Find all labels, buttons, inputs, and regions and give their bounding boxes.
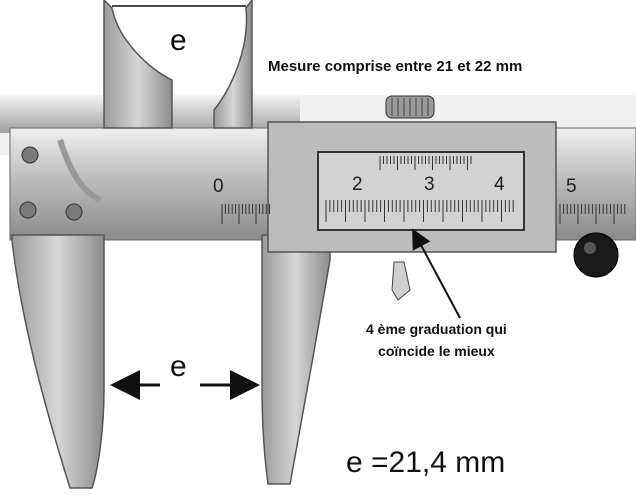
vernier-number-2: 2 — [352, 174, 363, 195]
main-scale-ticks — [221, 204, 626, 224]
thumb-wheel-knurl — [391, 98, 429, 116]
screw-highlight — [584, 242, 596, 254]
rivet-icon — [65, 203, 83, 221]
vernier-number-3: 3 — [424, 174, 435, 195]
lower-jaw-fixed — [11, 234, 105, 489]
measure-range-note: Mesure comprise entre 21 et 22 mm — [268, 58, 523, 75]
jaw-curve-highlight — [57, 139, 102, 203]
graduation-note: 4 ème graduation qui coïncide le mieux — [366, 318, 507, 362]
lower-jaw-sliding — [261, 234, 331, 485]
locking-screw-icon — [573, 232, 619, 278]
main-scale-number-0: 0 — [213, 176, 224, 197]
gap-label-top: e — [170, 24, 187, 57]
measurement-result: e =21,4 mm — [346, 446, 506, 479]
rivet-icon — [21, 146, 39, 164]
upper-jaw-right — [213, 0, 253, 129]
gap-label-jaws: e — [170, 350, 187, 383]
pointer-arrow — [412, 228, 461, 319]
vernier-number-4: 4 — [494, 174, 505, 195]
main-scale-number-5: 5 — [566, 176, 577, 197]
graduation-note-line-1: 4 ème graduation qui — [366, 321, 507, 337]
vernier-scale-ticks — [325, 156, 514, 222]
depth-clip — [391, 261, 411, 301]
graduation-note-line-2: coïncide le mieux — [378, 343, 495, 359]
upper-jaw-left — [103, 0, 173, 129]
rivet-icon — [19, 201, 37, 219]
